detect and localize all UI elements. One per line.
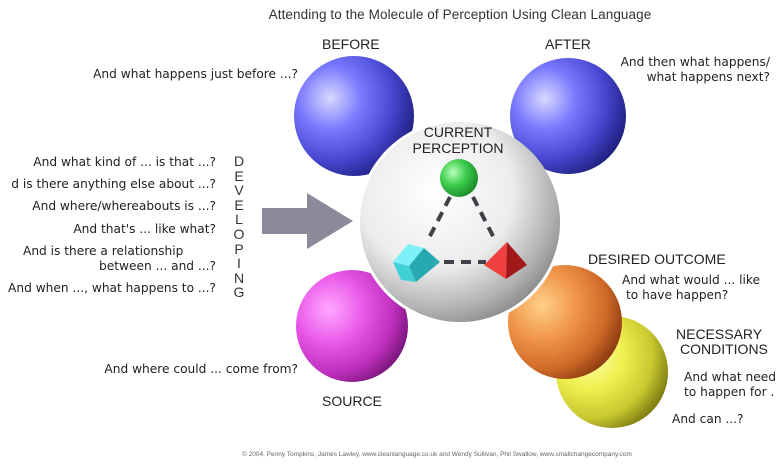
source-question: And where could ... come from? bbox=[104, 362, 298, 376]
desired-outcome-sphere bbox=[508, 265, 622, 379]
developing-question-2: d is there anything else about ...? bbox=[11, 177, 216, 191]
after-sphere bbox=[510, 58, 626, 174]
developing-vertical-label: D E V E L O P I N G bbox=[232, 154, 246, 300]
source-sphere bbox=[296, 270, 408, 382]
after-question: And then what happens/ what happens next… bbox=[560, 55, 770, 85]
after-question-line2: what happens next? bbox=[646, 70, 770, 84]
copyright-footer: © 2004, Penny Tompkins, James Lawley, ww… bbox=[242, 451, 632, 458]
page-title: Attending to the Molecule of Perception … bbox=[268, 7, 652, 22]
developing-letter: E bbox=[234, 196, 244, 213]
developing-letter: P bbox=[234, 240, 244, 257]
desired-question-line1: And what would ... like bbox=[622, 273, 761, 287]
developing-letter: V bbox=[234, 182, 244, 199]
necessary-conditions-label: NECESSARY CONDITIONS bbox=[676, 327, 768, 357]
developing-letter: D bbox=[233, 153, 245, 169]
developing-letter: E bbox=[234, 167, 244, 184]
current-label-line2: PERCEPTION bbox=[412, 140, 504, 156]
necessary-question-1: And what need to happen for . bbox=[684, 370, 776, 400]
developing-question-3: And where/whereabouts is ...? bbox=[32, 199, 216, 213]
molecule-sphere bbox=[440, 159, 478, 197]
desired-outcome-question: And what would ... like to have happen? bbox=[622, 273, 760, 303]
source-label: SOURCE bbox=[322, 393, 382, 409]
developing-question-5b: between ... and ...? bbox=[99, 259, 216, 273]
current-label-line1: CURRENT bbox=[423, 124, 493, 140]
necessary-label-line1: NECESSARY bbox=[676, 326, 763, 342]
developing-letter: I bbox=[237, 255, 241, 272]
before-label: BEFORE bbox=[322, 36, 380, 52]
developing-letter: N bbox=[233, 269, 245, 286]
before-sphere bbox=[294, 56, 414, 176]
desired-outcome-label: DESIRED OUTCOME bbox=[588, 251, 726, 267]
developing-question-1: And what kind of ... is that ...? bbox=[33, 155, 216, 169]
current-perception-label: CURRENT PERCEPTION bbox=[398, 124, 518, 156]
desired-question-line2: to have happen? bbox=[626, 288, 729, 302]
developing-letter: G bbox=[233, 284, 245, 301]
molecule-cube bbox=[393, 244, 440, 282]
developing-letter: O bbox=[233, 225, 245, 242]
developing-arrow bbox=[262, 193, 353, 249]
molecule-connectors bbox=[427, 196, 496, 264]
necessary-question-1-line1: And what need bbox=[684, 370, 776, 384]
developing-letter: L bbox=[235, 211, 243, 228]
after-question-line1: And then what happens/ bbox=[620, 55, 770, 69]
molecule-pyramid bbox=[484, 242, 527, 279]
after-label: AFTER bbox=[545, 36, 591, 52]
before-question: And what happens just before ...? bbox=[93, 67, 298, 81]
developing-question-4: And that's ... like what? bbox=[73, 222, 216, 236]
necessary-question-1-line2: to happen for . bbox=[684, 385, 775, 399]
necessary-question-2: And can ...? bbox=[672, 412, 744, 426]
developing-question-6: And when ..., what happens to ...? bbox=[8, 281, 216, 295]
necessary-label-line2: CONDITIONS bbox=[680, 341, 768, 357]
developing-question-5: And is there a relationship bbox=[23, 244, 184, 258]
